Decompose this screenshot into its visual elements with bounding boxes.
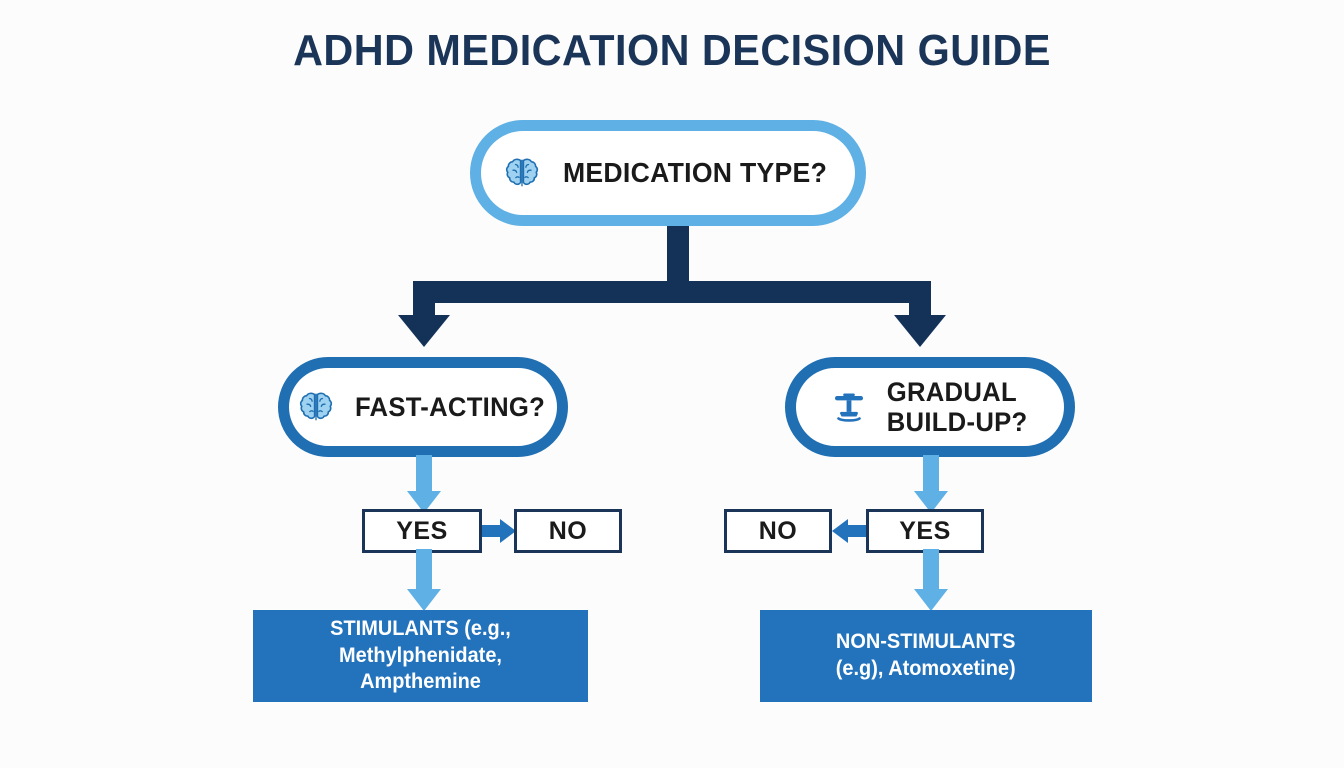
arrow-shaft [923, 549, 939, 593]
option-left-yes[interactable]: YES [362, 509, 482, 553]
arrow-gradual-to-yes [914, 455, 948, 515]
arrow-head [914, 589, 948, 611]
page-title: ADHD MEDICATION DECISION GUIDE [293, 26, 1051, 75]
hourglass-pedestal-icon [834, 393, 863, 422]
arrow-right-yes-to-no [832, 519, 868, 543]
arrow-head [832, 519, 848, 543]
connector-right-leg [909, 281, 931, 317]
result-non-stimulants[interactable]: NON-STIMULANTS (e.g), Atomoxetine) [760, 610, 1092, 702]
connector-left-leg [413, 281, 435, 317]
arrow-fast-acting-to-yes [407, 455, 441, 515]
brain-icon [505, 158, 539, 187]
arrow-head [407, 491, 441, 513]
arrow-head [914, 491, 948, 513]
result-label: NON-STIMULANTS (e.g), Atomoxetine) [836, 630, 1016, 680]
option-right-yes[interactable]: YES [866, 509, 984, 553]
result-label: STIMULANTS (e.g., Methylphenidate, Ampth… [330, 616, 511, 694]
arrow-shaft [416, 455, 432, 495]
brain-icon [299, 392, 333, 421]
arrow-shaft [482, 525, 502, 537]
option-left-no[interactable]: NO [514, 509, 622, 553]
connector-split-bar [413, 281, 931, 303]
node-label: FAST-ACTING? [354, 391, 546, 422]
arrow-shaft [923, 455, 939, 495]
node-gradual-build-up[interactable]: GRADUAL BUILD-UP? [785, 357, 1075, 457]
arrowhead-to-right-branch [894, 315, 946, 347]
connector-root-stem [667, 226, 689, 286]
arrow-left-yes-to-result [407, 549, 441, 613]
arrow-shaft [416, 549, 432, 593]
arrow-head [500, 519, 516, 543]
arrow-left-yes-to-no [482, 519, 516, 543]
result-stimulants[interactable]: STIMULANTS (e.g., Methylphenidate, Ampth… [253, 610, 588, 702]
option-right-no[interactable]: NO [724, 509, 832, 553]
arrowhead-to-left-branch [398, 315, 450, 347]
arrow-right-yes-to-result [914, 549, 948, 613]
node-fast-acting[interactable]: FAST-ACTING? [278, 357, 568, 457]
arrow-shaft [848, 525, 868, 537]
node-label: GRADUAL BUILD-UP? [886, 376, 1028, 437]
node-medication-type[interactable]: MEDICATION TYPE? [470, 120, 866, 226]
arrow-head [407, 589, 441, 611]
node-label: MEDICATION TYPE? [562, 157, 828, 189]
